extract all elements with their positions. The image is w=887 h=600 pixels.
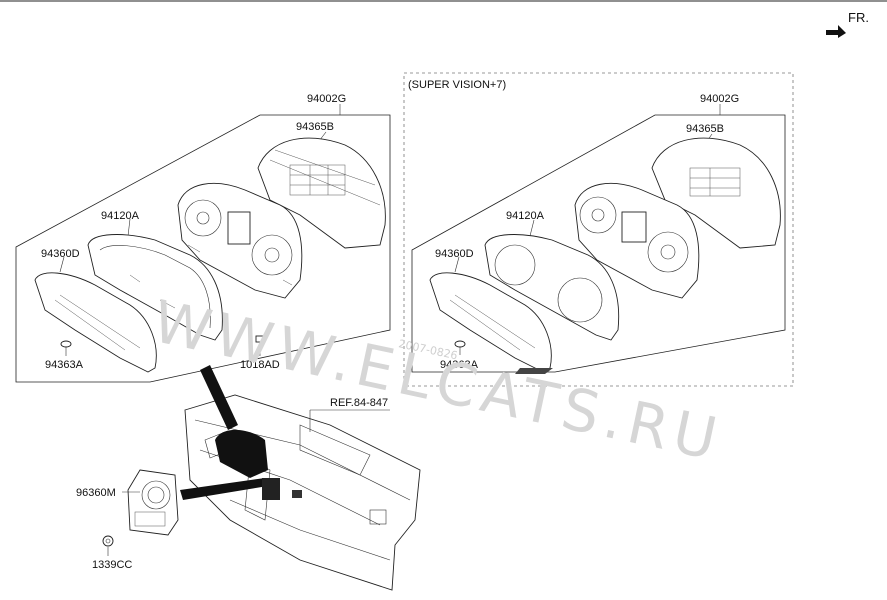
left-group-outline [15, 114, 391, 383]
left-rear-cover [257, 137, 386, 249]
right-window-label: 94120A [506, 210, 545, 222]
dashboard-assembly: REF.84-847 [180, 365, 421, 591]
left-lens-label: 94360D [41, 248, 80, 260]
right-gauge-panel [574, 183, 700, 299]
left-gauge-panel [177, 183, 303, 299]
right-lens-label: 94360D [435, 248, 474, 260]
right-cluster-group: (SUPER VISION+7) [403, 72, 794, 387]
left-lens [34, 272, 157, 373]
cluster-location-highlight [215, 429, 268, 478]
right-rear-cover [651, 137, 781, 249]
front-arrow-icon [826, 25, 846, 38]
variant-dashed-box [403, 72, 794, 387]
right-clip-label: 94363A [440, 359, 479, 371]
front-direction-indicator: FR. [826, 10, 869, 38]
left-rear-cover-label: 94365B [296, 121, 334, 133]
left-assembly-label: 94002G [307, 93, 346, 105]
left-clip-label: 94363A [45, 359, 84, 371]
right-connector-part [515, 368, 553, 374]
cluster-pointer-arrow [200, 365, 238, 430]
module-pointer-arrow [180, 478, 268, 500]
front-label: FR. [848, 10, 869, 25]
left-window-frame [87, 234, 223, 341]
reference-label: REF.84-847 [330, 397, 388, 409]
right-window-frame [484, 234, 620, 341]
display-module-part: 96360M [76, 469, 179, 536]
right-group-outline [411, 114, 786, 373]
right-rear-cover-label: 94365B [686, 123, 724, 135]
nut-part: 1339CC [92, 535, 132, 571]
nut-label: 1339CC [92, 559, 132, 571]
left-window-label: 94120A [101, 210, 140, 222]
left-clip-part [60, 340, 72, 348]
variant-title: (SUPER VISION+7) [408, 79, 506, 91]
left-cluster-group: 94002G 94365B 94120A 94360D 94363A 1018A… [15, 93, 391, 383]
module-label: 96360M [76, 487, 116, 499]
left-screw-part [255, 335, 265, 350]
right-clip-part [454, 340, 466, 348]
right-assembly-label: 94002G [700, 93, 739, 105]
left-screw-label: 1018AD [240, 359, 280, 371]
switch-block [262, 478, 280, 500]
